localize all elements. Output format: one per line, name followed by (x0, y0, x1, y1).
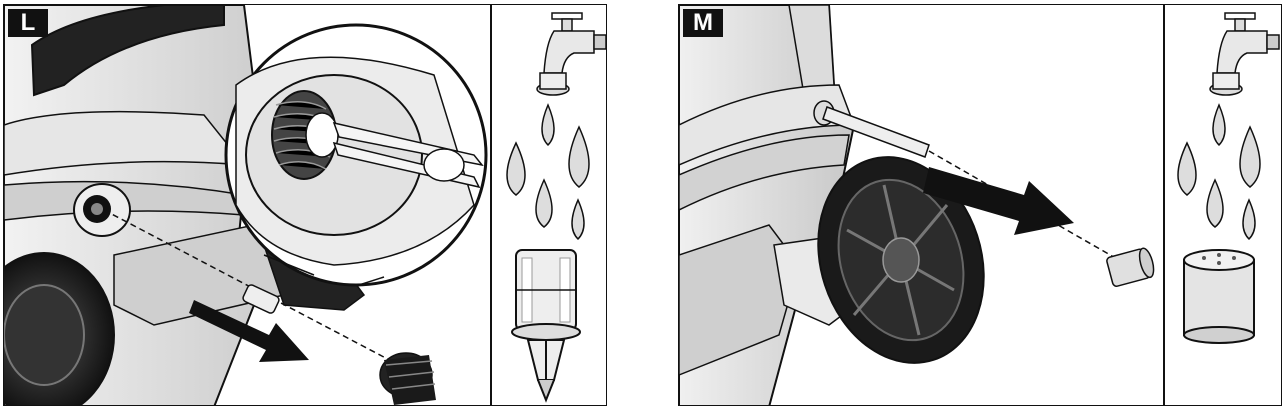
water-drops-icon (506, 103, 590, 241)
water-drops-icon-m (1177, 103, 1261, 241)
filter-cartridge-icon (511, 249, 581, 403)
panel-m: M (678, 4, 1282, 406)
panel-label-l: L (8, 9, 48, 37)
illustration-filter-cylinder-removal (679, 5, 1280, 405)
water-tap-icon (536, 12, 606, 96)
panel-l: L (3, 4, 607, 406)
panel-label-m: M (683, 9, 723, 37)
water-tap-icon-m (1209, 12, 1280, 96)
illustration-filter-removal (4, 5, 606, 405)
filter-cylinder-icon (1183, 249, 1255, 344)
